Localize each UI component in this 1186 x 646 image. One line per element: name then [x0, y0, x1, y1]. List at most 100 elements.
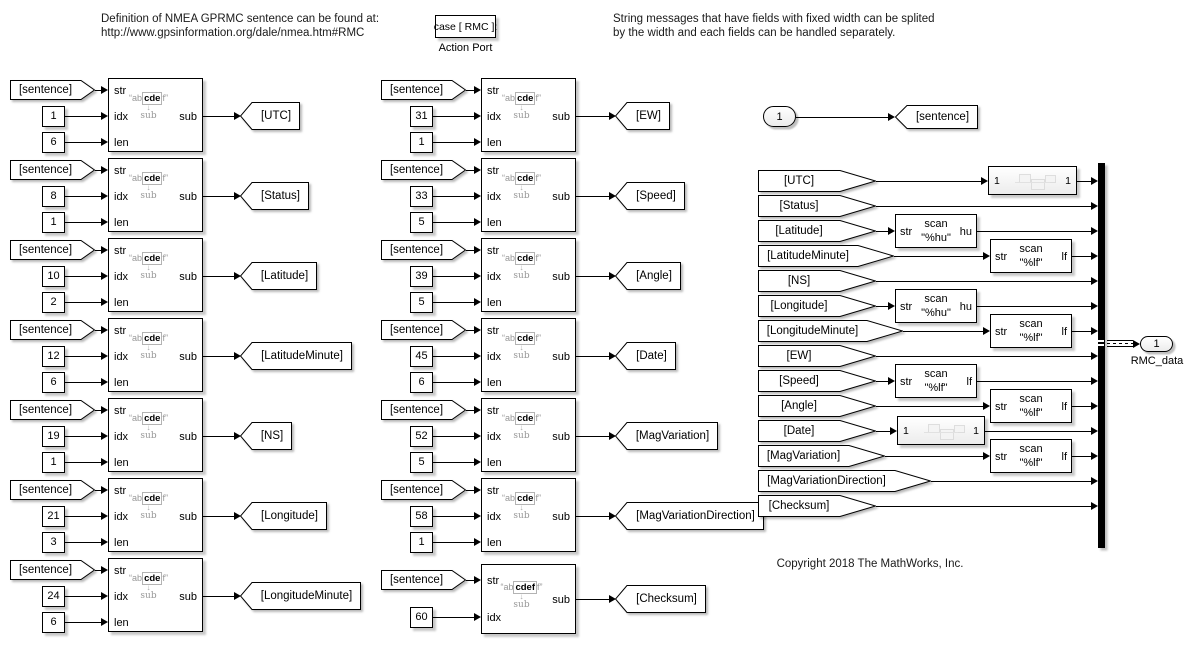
signal-line[interactable] [65, 141, 102, 143]
constant-block[interactable]: 60 [410, 606, 433, 628]
from-tag[interactable]: [sentence] [10, 320, 95, 340]
signal-line[interactable] [433, 381, 475, 383]
signal-line[interactable] [95, 569, 102, 571]
constant-block[interactable]: 6 [42, 371, 65, 393]
signal-line[interactable] [433, 541, 475, 543]
inport-block[interactable]: 1 [763, 106, 796, 127]
signal-line[interactable] [1072, 455, 1092, 457]
signal-line[interactable] [876, 355, 1092, 357]
signal-line[interactable] [876, 205, 1092, 207]
signal-line[interactable] [65, 621, 102, 623]
from-tag[interactable]: [sentence] [381, 240, 466, 260]
constant-block[interactable]: 21 [42, 505, 65, 527]
goto-tag[interactable]: [LatitudeMinute] [240, 342, 352, 370]
from-tag[interactable]: [MagVariationDirection] [758, 470, 931, 492]
signal-line[interactable] [65, 515, 102, 517]
signal-line[interactable] [876, 505, 1092, 507]
signal-line[interactable] [576, 195, 609, 197]
signal-line[interactable] [903, 330, 984, 332]
from-tag[interactable]: [sentence] [10, 240, 95, 260]
goto-tag[interactable]: [Status] [240, 182, 309, 210]
from-tag[interactable]: [sentence] [381, 570, 466, 590]
signal-line[interactable] [576, 515, 609, 517]
signal-line[interactable] [1072, 255, 1092, 257]
constant-block[interactable]: 8 [42, 185, 65, 207]
signal-line[interactable] [65, 435, 102, 437]
signal-line[interactable] [433, 515, 475, 517]
signal-line[interactable] [466, 89, 475, 91]
signal-line[interactable] [885, 455, 984, 457]
signal-line[interactable] [203, 515, 234, 517]
constant-block[interactable]: 10 [42, 265, 65, 287]
signal-line[interactable] [876, 430, 891, 432]
signal-line[interactable] [95, 249, 102, 251]
constant-block[interactable]: 31 [410, 105, 433, 127]
from-tag[interactable]: [sentence] [10, 560, 95, 580]
constant-block[interactable]: 5 [410, 211, 433, 233]
constant-block[interactable]: 58 [410, 505, 433, 527]
constant-block[interactable]: 2 [42, 291, 65, 313]
signal-line[interactable] [65, 195, 102, 197]
from-tag[interactable]: [EW] [758, 345, 876, 367]
signal-line[interactable] [977, 230, 1092, 232]
signal-line[interactable] [65, 541, 102, 543]
signal-line[interactable] [466, 329, 475, 331]
constant-block[interactable]: 45 [410, 345, 433, 367]
signal-line[interactable] [65, 221, 102, 223]
signal-line[interactable] [95, 169, 102, 171]
signal-line[interactable] [65, 275, 102, 277]
signal-line[interactable] [985, 430, 1092, 432]
constant-block[interactable]: 1 [42, 211, 65, 233]
from-tag[interactable]: [sentence] [381, 160, 466, 180]
signal-line[interactable] [65, 381, 102, 383]
signal-line[interactable] [876, 405, 984, 407]
goto-tag[interactable]: [MagVariationDirection] [615, 502, 764, 530]
constant-block[interactable]: 19 [42, 425, 65, 447]
from-tag[interactable]: [Checksum] [758, 495, 876, 517]
constant-block[interactable]: 39 [410, 265, 433, 287]
goto-tag[interactable]: [Speed] [615, 182, 685, 210]
from-tag[interactable]: [Longitude] [758, 295, 876, 317]
signal-line[interactable] [576, 115, 609, 117]
goto-tag[interactable]: [EW] [615, 102, 670, 130]
signal-line[interactable] [576, 355, 609, 357]
from-tag[interactable]: [sentence] [381, 480, 466, 500]
constant-block[interactable]: 33 [410, 185, 433, 207]
mux-block[interactable] [1098, 163, 1105, 548]
signal-line[interactable] [977, 380, 1092, 382]
from-tag[interactable]: [Status] [758, 195, 876, 217]
constant-block[interactable]: 3 [42, 531, 65, 553]
constant-block[interactable]: 6 [42, 611, 65, 633]
signal-line[interactable] [894, 255, 984, 257]
from-tag[interactable]: [NS] [758, 270, 876, 292]
goto-tag[interactable]: [LongitudeMinute] [240, 582, 361, 610]
signal-line[interactable] [1077, 180, 1092, 182]
goto-tag[interactable]: [Date] [615, 342, 676, 370]
from-tag[interactable]: [UTC] [758, 170, 876, 192]
signal-line[interactable] [977, 305, 1092, 307]
bus-signal-line[interactable] [1107, 340, 1133, 347]
from-tag[interactable]: [sentence] [381, 400, 466, 420]
from-tag[interactable]: [MagVariation] [758, 445, 885, 467]
signal-line[interactable] [466, 169, 475, 171]
signal-line[interactable] [433, 435, 475, 437]
from-tag[interactable]: [sentence] [10, 480, 95, 500]
signal-line[interactable] [203, 355, 234, 357]
action-port-block[interactable]: case [ RMC ]: [434, 15, 497, 38]
